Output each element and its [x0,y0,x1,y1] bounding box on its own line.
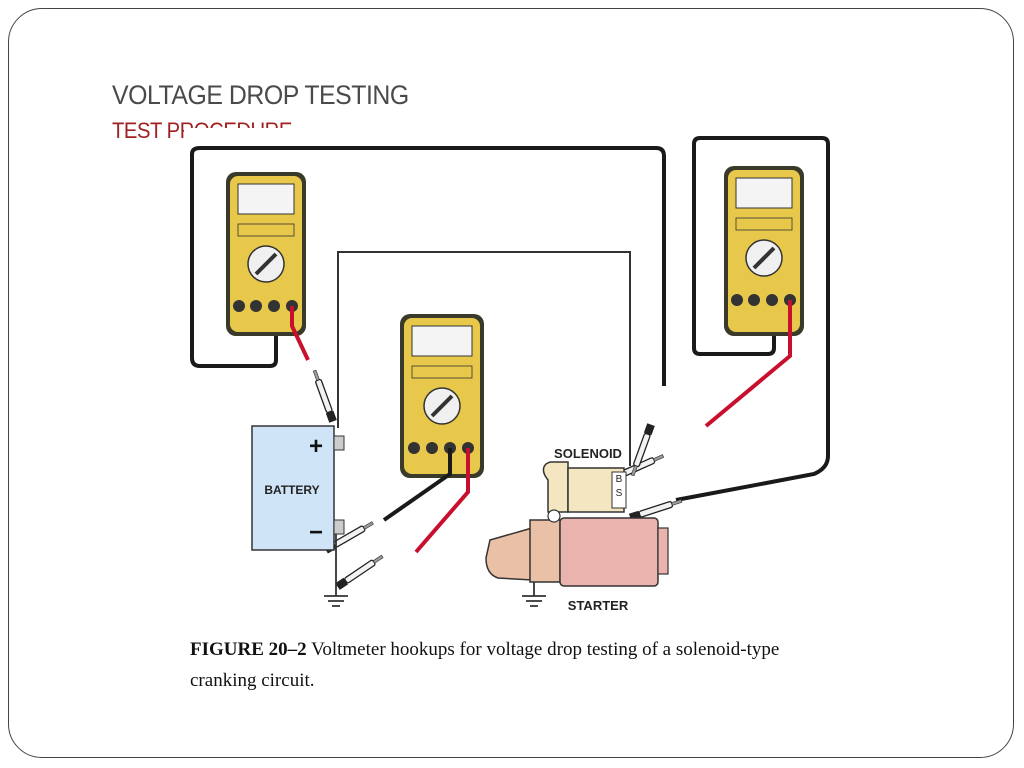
solenoid-terminal-s: S [616,488,623,499]
loop-wire-right-meter [675,136,830,502]
solenoid-label: SOLENOID [554,446,622,461]
battery-positive-sign: + [309,433,323,460]
black-lead-center-meter [382,448,452,522]
figure-caption: FIGURE 20–2 Voltmeter hookups for voltag… [190,634,830,696]
starter-motor: STARTER [485,509,669,613]
battery: BATTERY + − [251,425,345,551]
red-lead-left-meter [290,306,310,361]
loop-wire-left-meter [190,146,666,386]
figure-caption-text: Voltmeter hookups for voltage drop testi… [190,639,780,691]
voltage-drop-diagram: BATTERY + − SOLENOID B S STARTER [184,128,836,616]
ground-symbol-battery [324,534,348,607]
battery-label: BATTERY [264,483,319,497]
ground-symbol-starter [522,580,546,607]
battery-negative-sign: − [309,519,323,546]
red-lead-right-meter [704,300,792,428]
solenoid-terminal-b: B [616,474,623,485]
multimeter-right [724,166,804,336]
multimeter-center [400,314,484,478]
figure-number: FIGURE 20–2 [190,639,307,660]
solenoid: SOLENOID B S [542,446,627,513]
red-lead-center-meter [414,448,470,554]
battery-cable [337,251,631,466]
slide-title: VOLTAGE DROP TESTING [112,80,409,110]
multimeter-left [226,172,306,336]
starter-label: STARTER [568,598,629,613]
